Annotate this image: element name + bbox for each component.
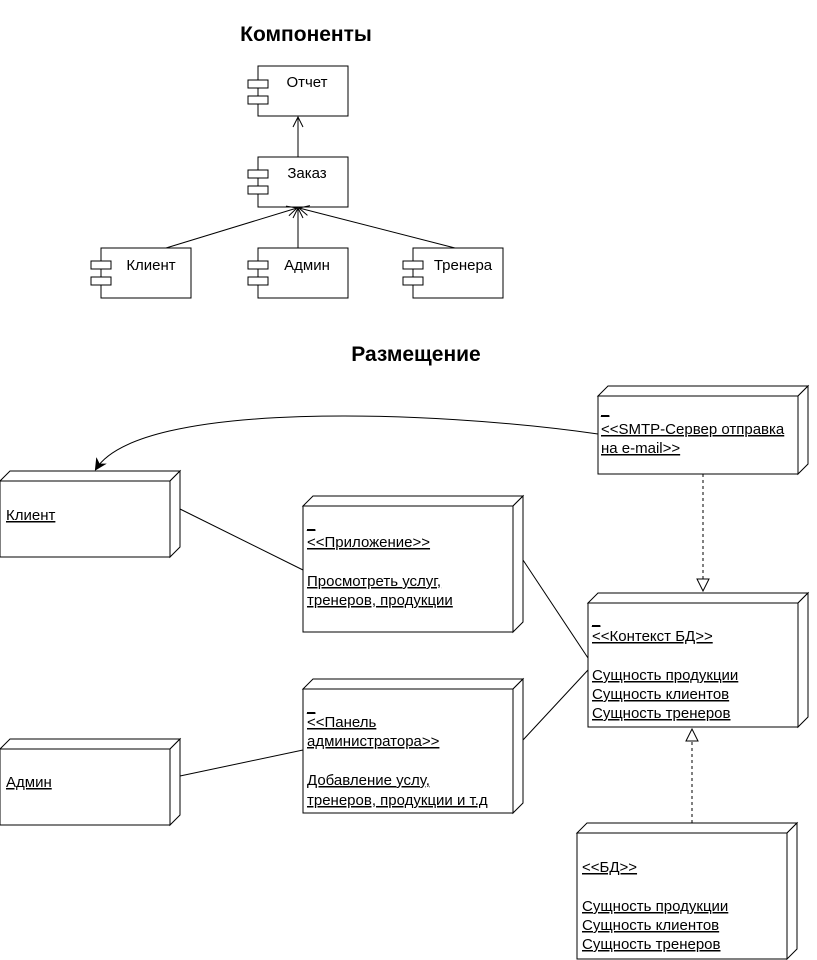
node-client[interactable]: Клиент — [0, 469, 182, 559]
node-database[interactable]: <<БД>> Сущность продукции Сущность клиен… — [575, 821, 799, 960]
node-db-context-line-1: <<Контекст БД>> — [592, 628, 713, 645]
node-admin[interactable]: Админ — [0, 737, 182, 827]
node-db-line-5: Сущность тренеров — [582, 936, 721, 953]
node-db-line-3: Сущность продукции — [582, 898, 728, 915]
node-application[interactable]: _ <<Приложение>> Просмотреть услуг, трен… — [301, 494, 525, 634]
node-smtp-marker: _ — [600, 401, 610, 418]
component-icon — [247, 169, 269, 179]
component-icon — [402, 276, 424, 286]
edge-smtp-to-client — [96, 415, 599, 469]
node-smtp-line-1: <<SMTP-Сервер отправка — [601, 421, 785, 438]
node-admin-panel-line-1: <<Панель — [307, 714, 377, 731]
component-icon — [90, 260, 112, 270]
component-admin-label: Админ — [284, 257, 330, 274]
node-db-line-1: <<БД>> — [582, 859, 637, 876]
component-trainers-label: Тренера — [434, 257, 493, 274]
components-title: Компоненты — [240, 23, 372, 46]
node-db-context-line-3: Сущность продукции — [592, 667, 738, 684]
component-icon — [247, 260, 269, 270]
node-smtp-server[interactable]: _ <<SMTP-Сервер отправка на e-mail>> — [596, 384, 810, 476]
edge-trainers-to-order — [299, 208, 456, 249]
component-order-label: Заказ — [287, 165, 326, 182]
node-admin-panel[interactable]: _ <<Панель администратора>> Добавление у… — [301, 677, 525, 815]
component-client[interactable]: Клиент — [90, 247, 192, 299]
edge-client-to-order — [165, 208, 297, 249]
component-admin[interactable]: Админ — [247, 247, 349, 299]
component-icon — [247, 276, 269, 286]
node-db-context[interactable]: _ <<Контекст БД>> Сущность продукции Сущ… — [586, 591, 810, 729]
node-smtp-line-2: на e-mail>> — [601, 440, 680, 457]
edge-admin-panel — [179, 749, 304, 777]
node-db-context-marker: _ — [591, 611, 601, 628]
node-app-line-4: тренеров, продукции — [307, 592, 453, 609]
component-client-label: Клиент — [126, 257, 175, 274]
component-icon — [90, 276, 112, 286]
node-admin-panel-line-4: Добавление услу, — [307, 772, 430, 789]
component-icon — [247, 79, 269, 89]
node-client-label: Клиент — [6, 507, 55, 524]
node-app-line-3: Просмотреть услуг, — [307, 573, 441, 590]
node-db-context-line-5: Сущность тренеров — [592, 705, 731, 722]
node-admin-panel-line-5: тренеров, продукции и т.д — [307, 792, 488, 809]
component-report-label: Отчет — [286, 74, 327, 91]
node-app-line-1: <<Приложение>> — [307, 534, 430, 551]
component-icon — [247, 185, 269, 195]
component-order[interactable]: Заказ — [247, 156, 349, 208]
component-icon — [247, 95, 269, 105]
component-trainers[interactable]: Тренера — [402, 247, 504, 299]
node-db-line-4: Сущность клиентов — [582, 917, 719, 934]
component-report[interactable]: Отчет — [247, 65, 349, 117]
component-icon — [402, 260, 424, 270]
edge-app-dbcontext — [522, 559, 589, 659]
node-db-context-line-4: Сущность клиентов — [592, 686, 729, 703]
edge-panel-dbcontext — [522, 669, 589, 741]
node-admin-label: Админ — [6, 774, 52, 791]
node-admin-panel-line-2: администратора>> — [307, 733, 440, 750]
node-app-marker: _ — [306, 515, 316, 532]
node-admin-panel-marker: _ — [306, 698, 316, 715]
edge-client-app — [179, 508, 304, 571]
deployment-title: Размещение — [351, 343, 480, 366]
